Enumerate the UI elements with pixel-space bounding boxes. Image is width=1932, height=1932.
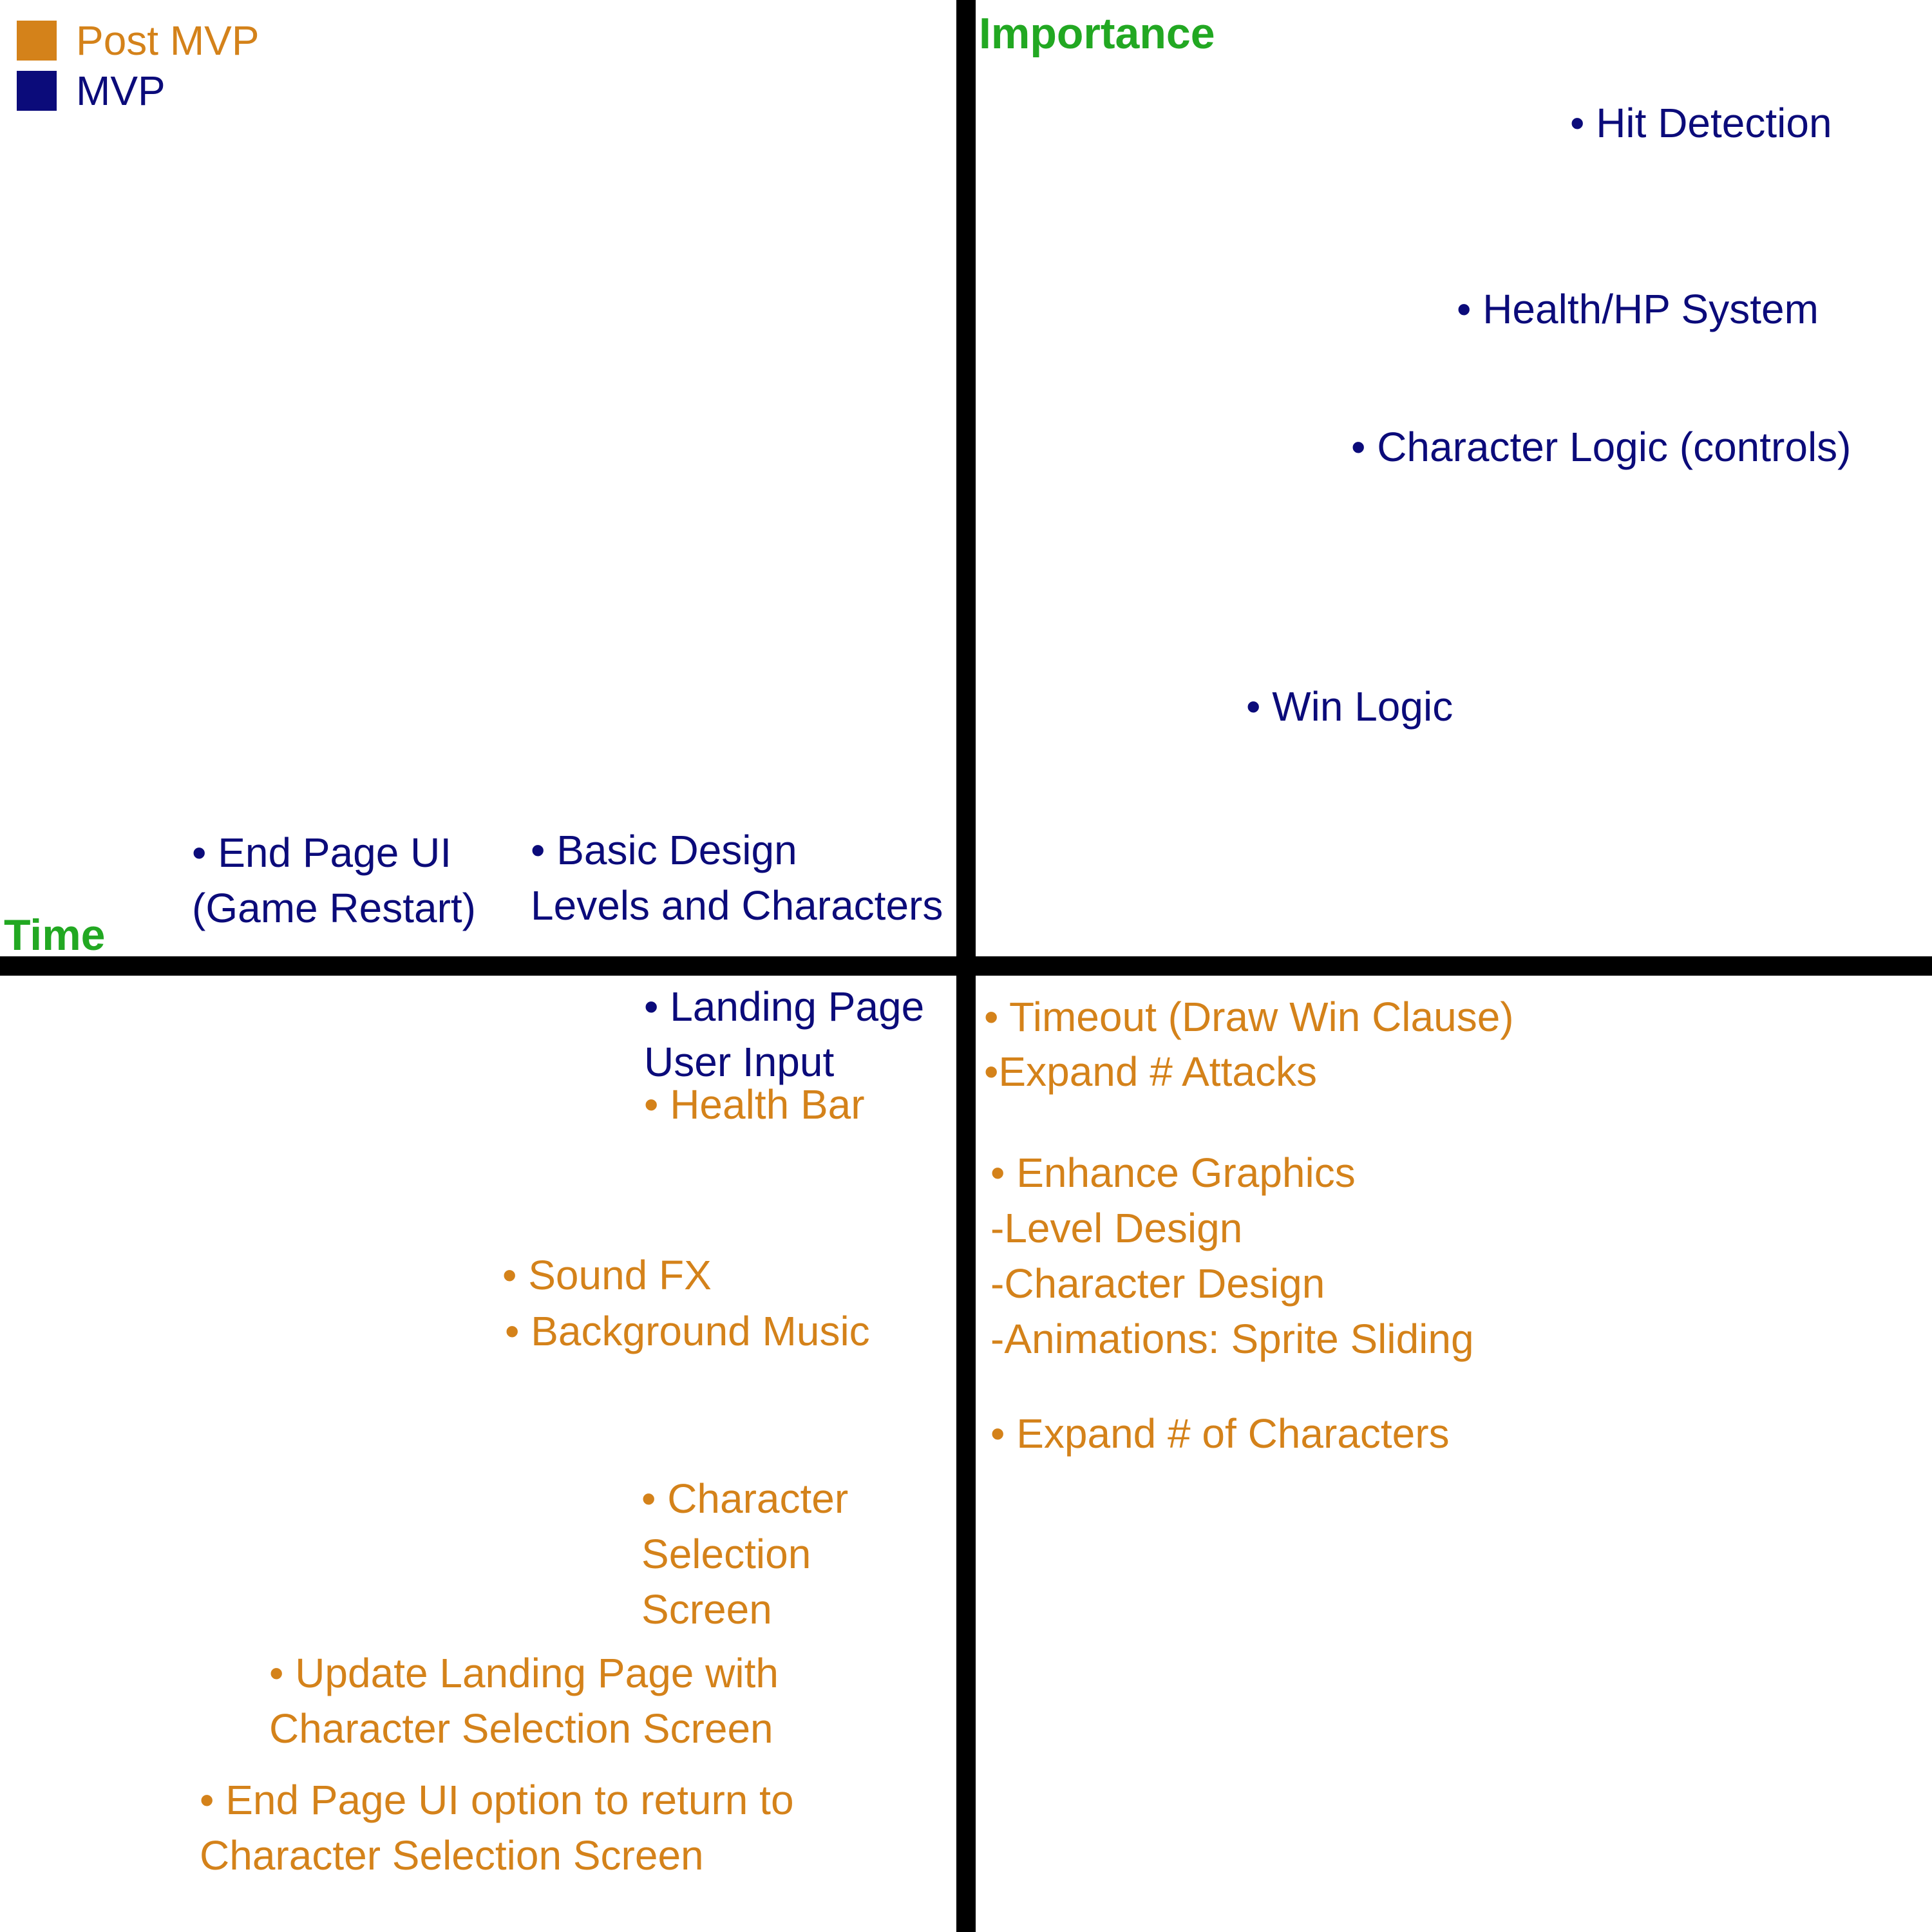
item-expand-characters: • Expand # of Characters bbox=[990, 1406, 1450, 1461]
item-character-selection-screen: • Character Selection Screen bbox=[641, 1471, 848, 1637]
item-line: Character Selection Screen bbox=[269, 1705, 773, 1752]
item-expand-attacks: •Expand # Attacks bbox=[984, 1044, 1317, 1099]
item-background-music: • Background Music bbox=[505, 1303, 870, 1359]
mvp-swatch bbox=[17, 71, 57, 111]
legend-item-mvp: MVP bbox=[17, 66, 260, 116]
item-health-bar: • Health Bar bbox=[644, 1077, 865, 1132]
legend-label-mvp: MVP bbox=[76, 68, 166, 114]
item-line: • Sound FX bbox=[502, 1252, 712, 1298]
item-line: • Background Music bbox=[505, 1308, 870, 1354]
item-line: • Timeout (Draw Win Clause) bbox=[984, 994, 1514, 1040]
item-win-logic: • Win Logic bbox=[1246, 679, 1453, 734]
item-update-landing-page: • Update Landing Page with Character Sel… bbox=[269, 1645, 779, 1756]
item-line: Screen bbox=[641, 1586, 772, 1633]
item-line: • End Page UI bbox=[192, 829, 452, 876]
item-line: • Update Landing Page with bbox=[269, 1650, 779, 1696]
item-line: User Input bbox=[644, 1039, 835, 1085]
time-axis-label: Time bbox=[4, 911, 106, 960]
item-hit-detection: • Hit Detection bbox=[1570, 95, 1832, 151]
item-health-hp-system: • Health/HP System bbox=[1457, 281, 1819, 337]
item-line: -Level Design bbox=[990, 1205, 1243, 1251]
item-line: • Landing Page bbox=[644, 983, 925, 1030]
legend-item-post-mvp: Post MVP bbox=[17, 15, 260, 66]
item-line: Selection bbox=[641, 1531, 811, 1577]
legend: Post MVP MVP bbox=[17, 15, 260, 116]
item-sound-fx: • Sound FX bbox=[502, 1247, 712, 1303]
time-axis bbox=[0, 956, 1932, 976]
item-line: • Character Logic (controls) bbox=[1351, 424, 1852, 470]
item-line: • Basic Design bbox=[531, 827, 797, 873]
item-line: -Animations: Sprite Sliding bbox=[990, 1316, 1474, 1362]
item-line: •Expand # Attacks bbox=[984, 1048, 1317, 1095]
item-line: • Hit Detection bbox=[1570, 100, 1832, 146]
item-end-page-ui-option: • End Page UI option to return to Charac… bbox=[200, 1772, 794, 1883]
item-landing-page: • Landing Page User Input bbox=[644, 979, 924, 1090]
item-basic-design: • Basic Design Levels and Characters bbox=[531, 822, 943, 933]
importance-axis-label: Importance bbox=[979, 9, 1215, 58]
item-enhance-graphics: • Enhance Graphics -Level Design -Charac… bbox=[990, 1145, 1474, 1367]
post-mvp-swatch bbox=[17, 21, 57, 61]
item-line: • Character bbox=[641, 1475, 849, 1522]
item-timeout: • Timeout (Draw Win Clause) bbox=[984, 989, 1514, 1045]
item-line: • End Page UI option to return to bbox=[200, 1777, 794, 1823]
item-line: Levels and Characters bbox=[531, 882, 943, 929]
item-line: Character Selection Screen bbox=[200, 1832, 704, 1879]
item-character-logic: • Character Logic (controls) bbox=[1351, 419, 1851, 475]
item-line: -Character Design bbox=[990, 1260, 1325, 1307]
item-line: • Expand # of Characters bbox=[990, 1410, 1450, 1457]
item-line: (Game Restart) bbox=[192, 885, 476, 931]
item-line: • Health Bar bbox=[644, 1081, 865, 1128]
item-line: • Enhance Graphics bbox=[990, 1150, 1356, 1196]
item-end-page-ui: • End Page UI (Game Restart) bbox=[192, 825, 476, 936]
legend-label-post-mvp: Post MVP bbox=[76, 17, 260, 64]
item-line: • Win Logic bbox=[1246, 683, 1454, 730]
item-line: • Health/HP System bbox=[1457, 286, 1819, 332]
